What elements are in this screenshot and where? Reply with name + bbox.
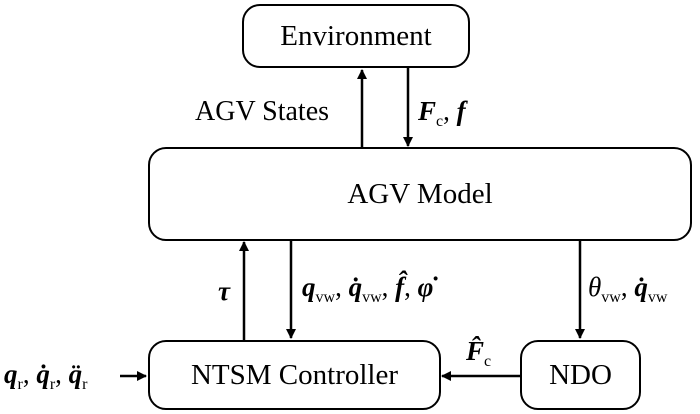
agv-model-label: AGV Model [347, 177, 493, 210]
qr-subscript: r [17, 376, 23, 393]
model-to-ndo-label: θvw, q̇vw [588, 272, 667, 307]
reference-input-label: qr, q̇r, q̈r [4, 359, 87, 394]
q-symbol: q [302, 272, 316, 302]
fhat-symbol: f̂ [395, 272, 405, 302]
agv-model-block: AGV Model [148, 147, 692, 241]
qr-symbol: q [4, 359, 18, 389]
fhat-c-subscript: c [484, 353, 492, 370]
ndo-block: NDO [520, 340, 641, 410]
qdot-subscript: vw [362, 289, 382, 306]
separator: , [22, 359, 37, 389]
environment-label: Environment [280, 19, 432, 52]
qrddot-subscript: r [82, 376, 88, 393]
controller-label: NTSM Controller [190, 358, 399, 391]
separator: , [443, 96, 457, 126]
friction-symbol: f [456, 96, 466, 126]
qrddot-symbol: q̈ [68, 359, 83, 389]
separator: , [335, 272, 349, 302]
separator: , [55, 359, 69, 389]
model-to-controller-label: qvw, q̇vw, f̂, φ̇ [302, 272, 433, 307]
separator: , [620, 272, 635, 302]
ndo-label: NDO [549, 358, 612, 391]
q-subscript: vw [315, 289, 336, 306]
qrdot-symbol: q̇ [36, 359, 50, 389]
ndo-to-controller-label: F̂c [466, 336, 491, 371]
qdot-symbol: q̇ [348, 272, 363, 302]
force-subscript: c [436, 113, 444, 130]
force-symbol: F [418, 96, 437, 126]
separator: , [381, 272, 396, 302]
agv-states-label: AGV States [195, 96, 330, 127]
separator: , [404, 272, 418, 302]
env-input-label: Fc, f [418, 96, 466, 131]
environment-block: Environment [242, 4, 470, 68]
fhat-c-symbol: F̂ [466, 336, 485, 366]
phidot-symbol: φ̇ [417, 272, 434, 302]
tau-label: τ [218, 276, 230, 306]
ntsm-controller-block: NTSM Controller [148, 340, 441, 410]
theta-subscript: vw [601, 289, 621, 306]
theta-symbol: θ [588, 272, 602, 302]
qdot-subscript: vw [647, 289, 668, 306]
qdot-symbol: q̇ [634, 272, 648, 302]
qrdot-subscript: r [49, 376, 56, 393]
